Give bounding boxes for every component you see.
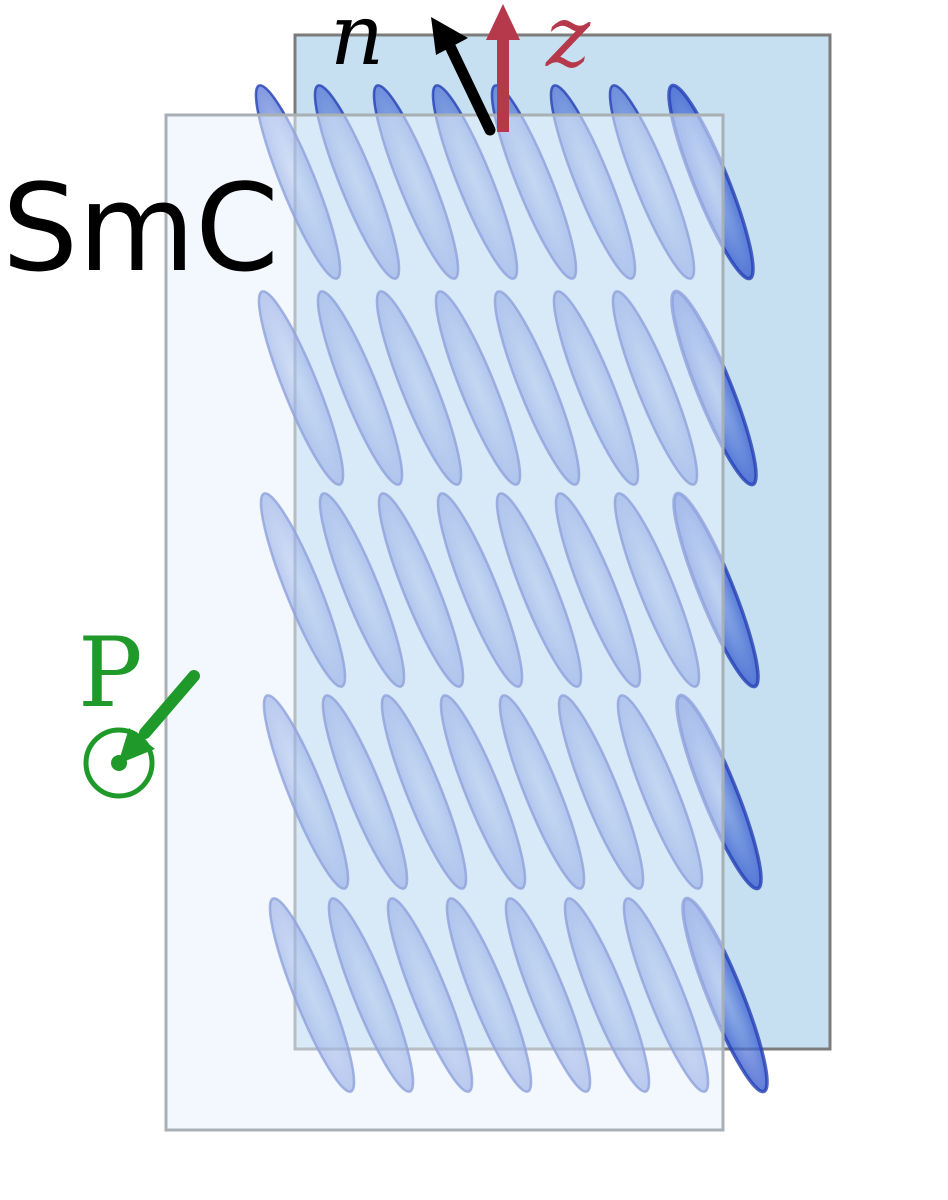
phase-label: SmC: [2, 160, 279, 299]
director-label: n: [330, 0, 384, 84]
z-label: z: [545, 0, 591, 86]
front-plate: [164, 113, 725, 1132]
z-arrow: [486, 4, 520, 132]
director-arrow: [431, 17, 496, 136]
polarization-label: P: [78, 617, 143, 729]
polarization-arrow: [118, 670, 200, 764]
out-of-plane-dot-circle-icon: [83, 727, 155, 799]
